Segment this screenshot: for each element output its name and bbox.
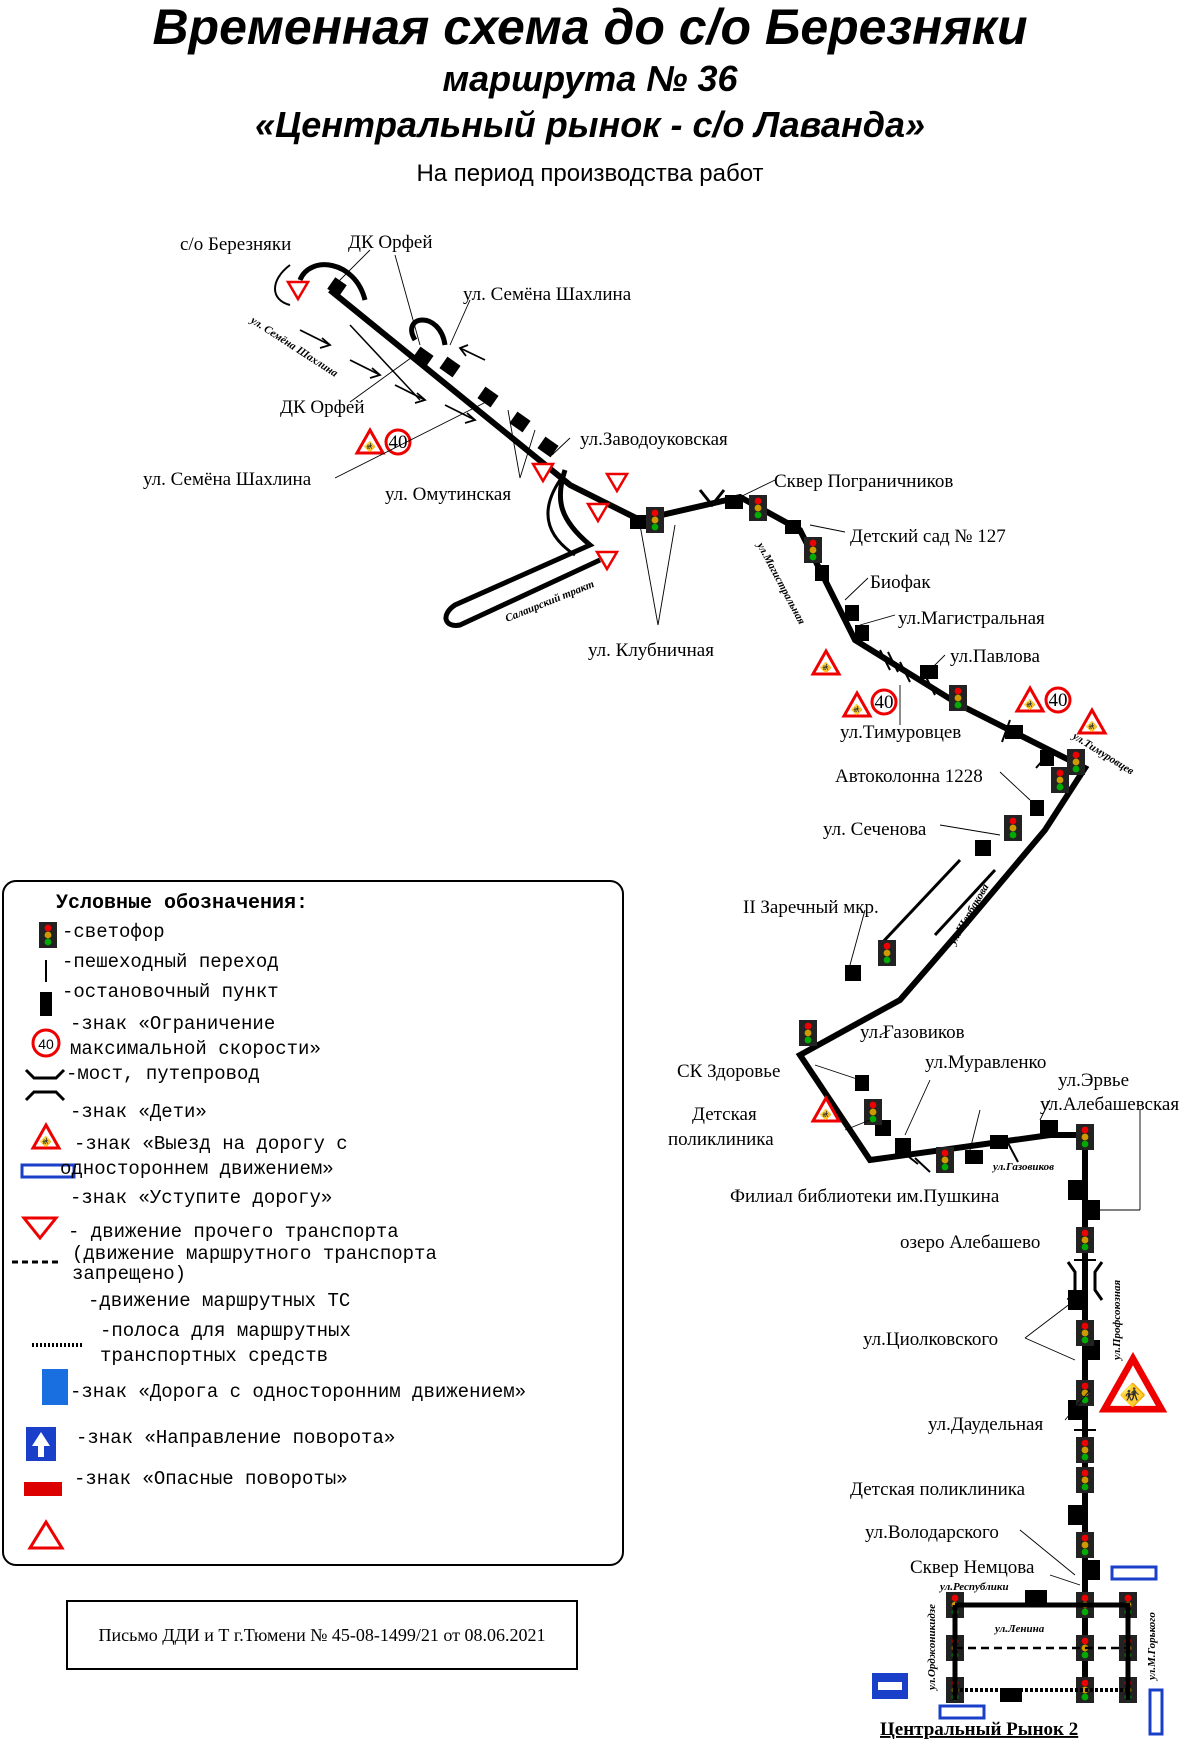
legend-speed-2: максимальной скорости» — [70, 1038, 321, 1060]
route-name: «Центральный рынок - с/о Лаванда» — [255, 104, 925, 145]
legend-bridge: -мост, путепровод — [66, 1063, 260, 1085]
label-ordzhonikidze: ул.Орджоникидзе — [926, 1604, 938, 1692]
label-detsad: Детский сад № 127 — [850, 526, 1006, 547]
legend-speed-1: -знак «Ограничение — [70, 1013, 276, 1035]
map-subtitle: На период производства работ — [416, 160, 764, 187]
oneway-exit-signs — [872, 1565, 1164, 1736]
label-skver-nemtsova: Сквер Немцова — [910, 1557, 1035, 1578]
label-ervie: ул.Эрвье — [1058, 1070, 1129, 1091]
legend-crossing: -пешеходный переход — [62, 951, 279, 973]
direction-arrows — [299, 329, 486, 424]
map-title: Временная схема до с/о Березняки — [152, 0, 1028, 55]
label-pavlova: ул.Павлова — [950, 646, 1040, 667]
svg-text:40: 40 — [875, 692, 894, 713]
label-central-market: Центральный Рынок 2 — [880, 1719, 1078, 1740]
svg-text:40: 40 — [1049, 690, 1068, 711]
label-zarechny: II Заречный мкр. — [743, 897, 879, 918]
route-line — [328, 287, 1090, 1700]
legend-title: Условные обозначения: — [56, 892, 309, 915]
legend-exit-1: -знак «Выезд на дорогу с — [74, 1133, 348, 1155]
legend-bus-lane-2: транспортных средств — [100, 1345, 329, 1367]
label-muravlenko: ул.Муравленко — [925, 1052, 1046, 1073]
legend-icons: 40 — [12, 922, 82, 1550]
label-timurovtsev: ул.Тимуровцев — [840, 722, 961, 743]
label-klubnichnaya: ул. Клубничная — [588, 640, 714, 661]
svg-text:40: 40 — [389, 432, 408, 453]
route-number: маршрута № 36 — [442, 58, 738, 99]
legend-danger: -знак «Опасные повороты» — [74, 1468, 348, 1490]
label-shakhlina-left: ул. Семёна Шахлина — [143, 469, 312, 490]
label-volodarskogo: ул.Володарского — [865, 1522, 999, 1543]
label-dk-orfei-top: ДК Орфей — [348, 232, 433, 253]
speed-signs: 40 40 40 — [384, 428, 1072, 716]
label-skver-pogranichnikov: Сквер Пограничников — [774, 471, 953, 492]
label-dk-orfei: ДК Орфей — [280, 397, 365, 418]
label-shakhlina-top: ул. Семёна Шахлина — [463, 284, 632, 305]
label-detskaya-poliklinika-2: поликлиника — [668, 1129, 774, 1150]
legend-stop: -остановочный пункт — [62, 981, 279, 1003]
salairsky-road — [443, 469, 602, 628]
label-zavodoukovskaya: ул.Заводоуковская — [580, 429, 728, 450]
legend-turn: -знак «Направление поворота» — [76, 1427, 396, 1449]
label-omutinskaya: ул. Омутинская — [385, 484, 511, 505]
legend-other-3: запрещено) — [72, 1263, 187, 1285]
legend-bus-lane-1: -полоса для маршрутных — [100, 1320, 351, 1342]
central-market-grid — [952, 1602, 1131, 1700]
label-respubliki: ул.Республики — [938, 1581, 1009, 1593]
yield-signs — [286, 280, 629, 571]
legend: Условные обозначения: 40 -светофор -пеше… — [2, 880, 624, 1566]
legend-oneway: -знак «Дорога с односторонним движением» — [70, 1381, 527, 1403]
label-so-bereznyaki: с/о Березняки — [180, 234, 291, 255]
label-profsoyuznaya: ул.Профсоюзная — [1111, 1280, 1123, 1362]
children-sign-large — [1104, 1359, 1161, 1410]
label-alebashevskaya: ул.Алебашевская — [1040, 1094, 1179, 1115]
label-magistralnaya: ул.Магистральная — [898, 608, 1045, 629]
legend-route-tc: -движение маршрутных ТС — [88, 1290, 351, 1312]
label-lenina: ул.Ленина — [993, 1623, 1045, 1635]
label-magistralnaya-street: ул.Магистральная — [753, 539, 807, 627]
legend-exit-2: одностороннем движением» — [60, 1158, 334, 1180]
label-gorkogo: ул.М.Горького — [1146, 1612, 1158, 1682]
legend-traffic-light: -светофор — [62, 921, 165, 943]
label-daudelnaya: ул.Даудельная — [928, 1414, 1043, 1435]
svg-text:40: 40 — [38, 1036, 54, 1052]
label-detskaya-poliklinika-1: Детская — [692, 1104, 757, 1125]
leader-lines — [329, 249, 1141, 1586]
label-detskaya-poliklinika-3: Детская поликлиника — [850, 1479, 1026, 1500]
legend-yield: -знак «Уступите дорогу» — [70, 1187, 333, 1209]
label-ozero: озеро Алебашево — [900, 1232, 1040, 1253]
letter-reference: Письмо ДДИ и Т г.Тюмени № 45-08-1499/21 … — [66, 1600, 578, 1670]
label-avtokolonna: Автоколонна 1228 — [835, 766, 983, 787]
label-sechenova: ул. Сеченова — [823, 819, 927, 840]
legend-other-1: - движение прочего транспорта — [68, 1221, 399, 1243]
label-gazovikov-street: ул.Газовиков — [991, 1161, 1054, 1173]
map-labels: с/о Березняки ДК Орфей ул. Семёна Шахлин… — [143, 232, 1179, 1740]
label-sk-zdorovie: СК Здоровье — [677, 1061, 780, 1082]
label-gazovikov: ул.Газовиков — [860, 1022, 965, 1043]
label-biofak: Биофак — [870, 572, 931, 593]
label-filial: Филиал библиотеки им.Пушкина — [730, 1186, 1000, 1207]
bridges — [698, 489, 1104, 1301]
legend-children: -знак «Дети» — [70, 1101, 207, 1123]
bus-stops — [327, 277, 1100, 1702]
pedestrian-crossings — [879, 649, 1096, 1431]
letter-text: Письмо ДДИ и Т г.Тюмени № 45-08-1499/21 … — [98, 1624, 546, 1645]
label-tsiolkovskogo: ул.Циолковского — [863, 1329, 998, 1350]
legend-other-2: (движение маршрутного транспорта — [72, 1243, 437, 1265]
